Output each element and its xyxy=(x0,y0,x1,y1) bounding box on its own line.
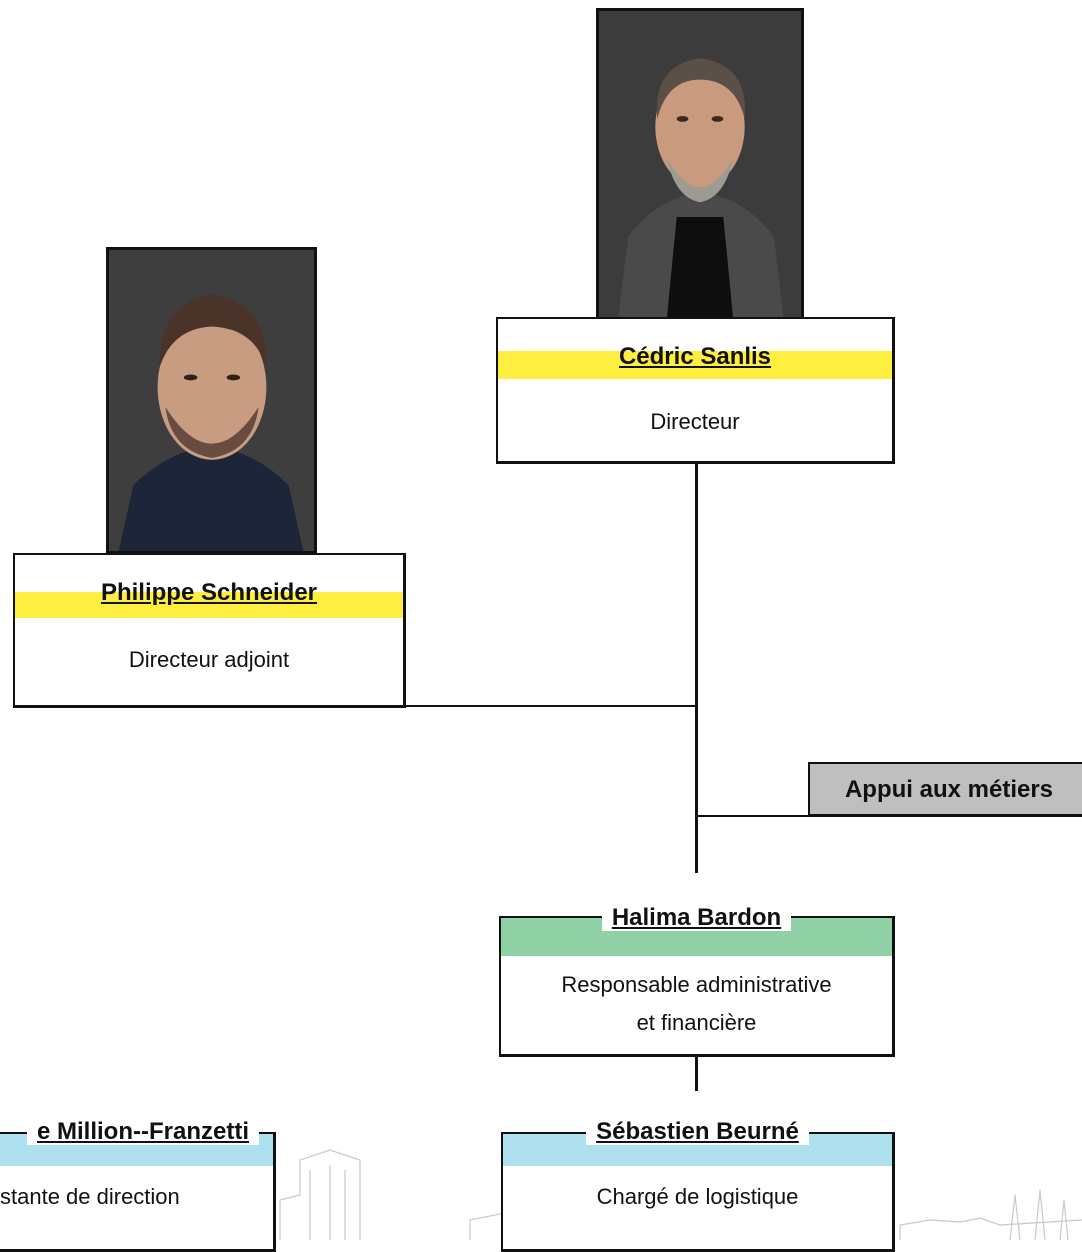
connector-deputy-horizontal xyxy=(405,705,698,707)
node-philippe: Philippe Schneider Directeur adjoint xyxy=(13,553,406,708)
node-million: e Million--Franzetti stante de direction xyxy=(0,1118,276,1252)
connector-halima-sebastien xyxy=(695,1057,698,1091)
portrait-photo-philippe xyxy=(106,247,317,554)
node-halima: Halima Bardon Responsable administrative… xyxy=(499,904,895,1057)
node-role: Directeur xyxy=(650,409,740,434)
node-role: stante de direction xyxy=(0,1184,180,1209)
node-appui: Appui aux métiers xyxy=(808,762,1082,817)
portrait-photo-cedric xyxy=(596,8,804,320)
node-role: Directeur adjoint xyxy=(128,647,290,672)
node-name: e Million--Franzetti xyxy=(0,1118,273,1146)
node-cedric: Cédric Sanlis Directeur xyxy=(496,317,895,464)
accent-band xyxy=(15,592,403,618)
node-name: Cédric Sanlis xyxy=(618,343,772,370)
accent-band xyxy=(498,351,892,379)
connector-appui-horizontal xyxy=(695,815,810,817)
node-role-line2: et financière xyxy=(636,1010,757,1035)
node-name: Sébastien Beurné xyxy=(503,1118,892,1146)
node-name: Halima Bardon xyxy=(501,904,892,932)
node-role: Chargé de logistique xyxy=(596,1184,799,1209)
node-name: Appui aux métiers xyxy=(844,776,1054,803)
node-name: Philippe Schneider xyxy=(100,579,318,606)
connector-director-vertical xyxy=(695,463,698,873)
node-role-line1: Responsable administrative xyxy=(561,972,832,997)
node-sebastien: Sébastien Beurné Chargé de logistique xyxy=(501,1118,895,1252)
